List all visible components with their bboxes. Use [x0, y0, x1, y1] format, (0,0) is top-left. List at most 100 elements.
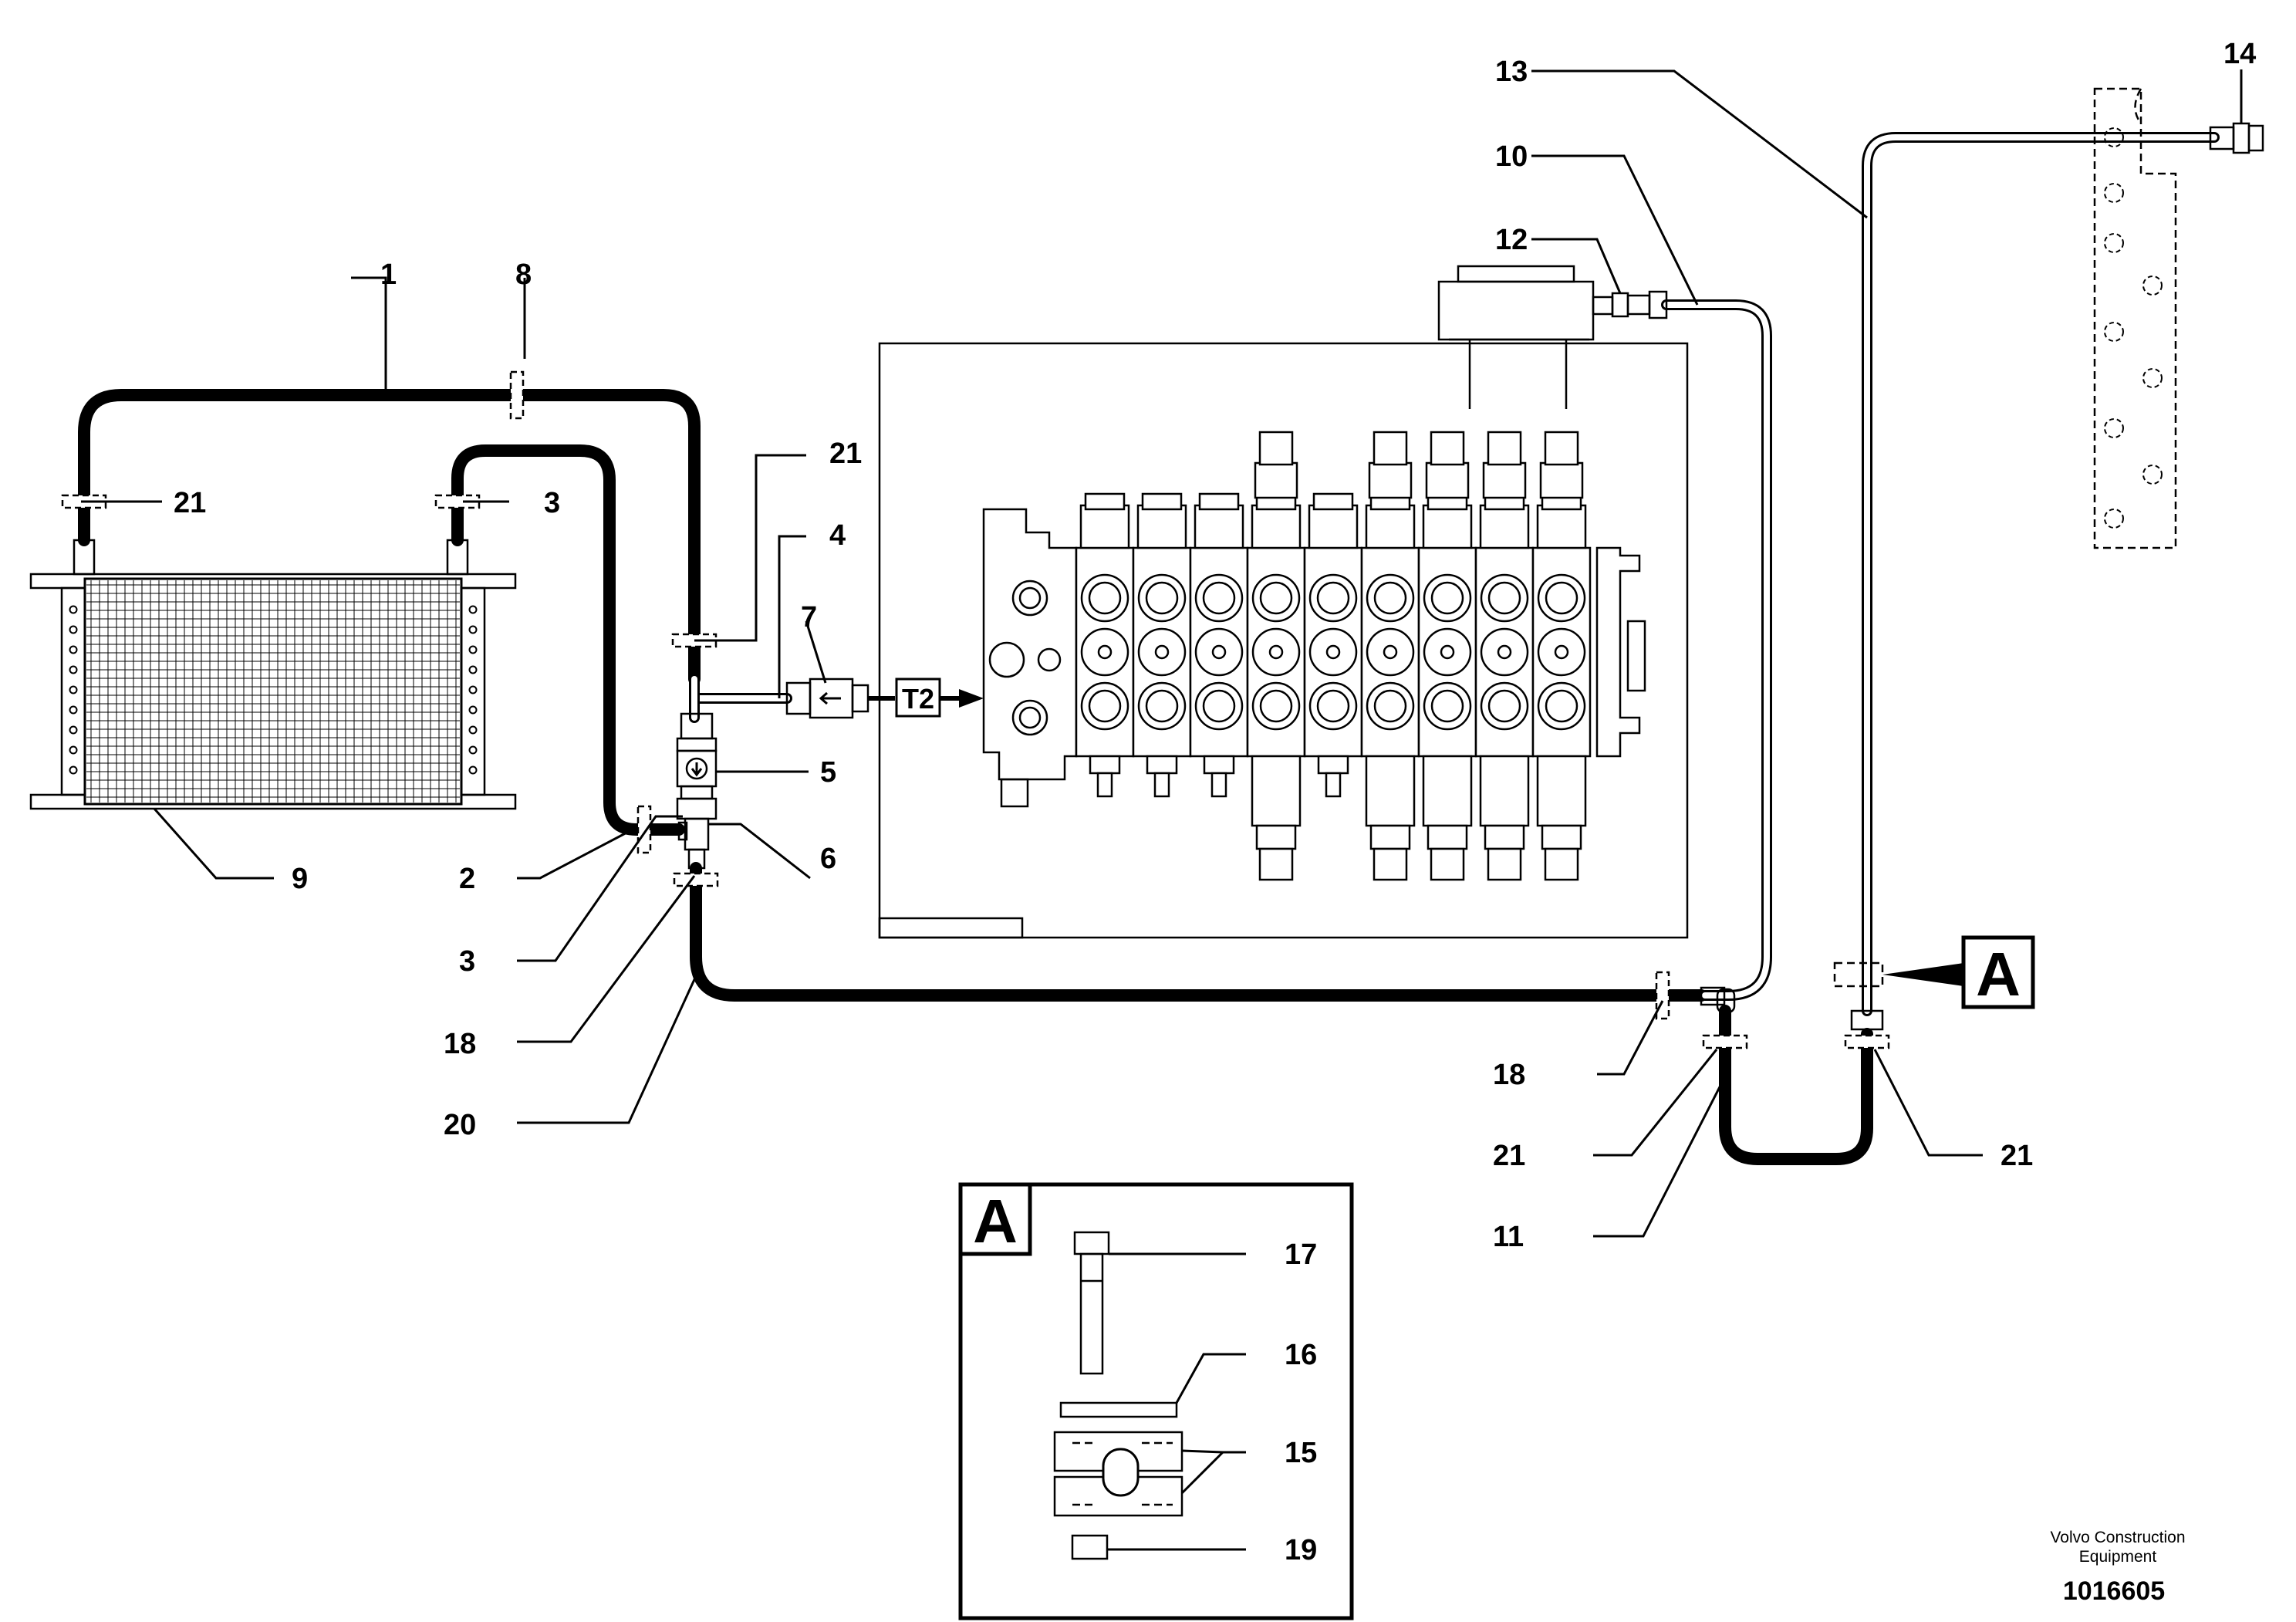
cooler-rivet — [468, 625, 478, 634]
valve-port-inner — [1325, 644, 1341, 660]
brand-line-1: Volvo Construction — [2050, 1529, 2185, 1546]
detail-a-title: A — [973, 1187, 1018, 1255]
valve-top-cap — [1422, 504, 1473, 549]
callout-4: 4 — [829, 519, 846, 552]
valve-port-inner — [1545, 581, 1578, 615]
valve-port-inner — [1487, 689, 1521, 723]
valve-bottom-nut — [1544, 847, 1579, 881]
valve-top-extension — [1254, 461, 1298, 499]
valve-bottom-spool — [1536, 755, 1587, 827]
cooler-rivet — [69, 725, 78, 735]
cooler-rivet — [69, 645, 78, 654]
port-t2-tag: T2 — [868, 678, 984, 718]
valve-bottom-stub — [1096, 772, 1113, 798]
valve-top-cap — [1308, 504, 1359, 549]
valve-bottom-spool — [1484, 824, 1525, 850]
callout-10: 10 — [1495, 140, 1528, 173]
callout-1: 1 — [380, 259, 397, 291]
tee-fitting-6 — [677, 817, 710, 870]
valve-port-inner — [1145, 689, 1179, 723]
valve-bottom-spool — [1365, 755, 1416, 827]
cooler-rivet — [69, 665, 78, 674]
callout-9: 9 — [292, 863, 308, 895]
valve-top-cap — [1312, 492, 1354, 511]
valve-top-cap — [1084, 492, 1126, 511]
callout-15: 15 — [1285, 1437, 1317, 1469]
cooler-rivet — [69, 685, 78, 694]
valve-port-inner — [1545, 689, 1578, 723]
cooler-rivet — [468, 705, 478, 715]
callout-21-d: 21 — [2001, 1140, 2033, 1172]
callout-3-a: 3 — [544, 487, 560, 519]
valve-port-inner — [1430, 689, 1464, 723]
valve-bottom-spool — [1541, 824, 1582, 850]
drawing-number: 1016605 — [2063, 1576, 2165, 1606]
valve-port-inner — [1202, 689, 1236, 723]
pilot-block — [1437, 265, 1668, 409]
valve-bottom-stub — [1203, 755, 1235, 775]
valve-port-inner — [1487, 581, 1521, 615]
callout-17: 17 — [1285, 1238, 1317, 1271]
callout-21-a: 21 — [174, 487, 206, 519]
valve-port-inner — [1097, 644, 1113, 660]
hose-clamp — [1702, 1034, 1748, 1049]
footer: Volvo Construction Equipment 1016605 — [2050, 1529, 2185, 1606]
valve-top-extension — [1482, 461, 1527, 499]
bolt-17 — [1073, 1231, 1110, 1375]
valve-bottom-stub — [1210, 772, 1227, 798]
hose-clamp — [636, 805, 652, 854]
oil-cooler — [29, 539, 517, 810]
valve-top-cap — [1194, 504, 1244, 549]
valve-port-inner — [1373, 689, 1407, 723]
callout-16: 16 — [1285, 1339, 1317, 1371]
valve-top-nut — [1487, 431, 1522, 466]
valve-top-nut — [1430, 431, 1465, 466]
hose-clamp — [509, 370, 525, 420]
callout-7: 7 — [801, 601, 817, 634]
tube-4 — [689, 674, 792, 723]
rail-hole — [2142, 275, 2163, 296]
hose-11 — [1719, 1005, 1873, 1165]
valve-bottom-stub — [1089, 755, 1121, 775]
valve-port-inner — [1259, 689, 1293, 723]
valve-bottom-spool — [1255, 824, 1297, 850]
valve-bottom-nut — [1373, 847, 1408, 881]
valve-bottom-spool — [1369, 824, 1411, 850]
cooler-rivet — [468, 605, 478, 614]
hose-clamp — [434, 494, 481, 509]
valve-port-inner — [1440, 644, 1455, 660]
callout-6: 6 — [820, 843, 836, 875]
callout-12: 12 — [1495, 224, 1528, 256]
rail-hole — [2142, 368, 2163, 388]
detail-a-box: A — [958, 1182, 1354, 1620]
valve-port-inner — [1554, 644, 1569, 660]
cooler-rivet — [69, 745, 78, 755]
hose-2 — [451, 444, 685, 836]
callout-2: 2 — [459, 863, 475, 895]
valve-port-inner — [1497, 644, 1512, 660]
cooler-rivet — [468, 725, 478, 735]
detail-a-ref-label: A — [1976, 940, 2021, 1009]
valve-top-extension — [1368, 461, 1413, 499]
valve-bottom-stub — [1153, 772, 1170, 798]
valve-sections — [1075, 431, 1592, 881]
cooler-rivet — [468, 645, 478, 654]
valve-bottom-nut — [1430, 847, 1465, 881]
callout-14: 14 — [2223, 38, 2256, 70]
valve-top-cap — [1365, 504, 1416, 549]
valve-end-cap — [1595, 546, 1646, 758]
callout-8: 8 — [515, 259, 532, 291]
rail-hole — [2104, 418, 2124, 438]
rail-hole — [2104, 127, 2124, 147]
valve-port-inner — [1211, 644, 1227, 660]
detail-a-reference: A — [1833, 935, 2035, 1009]
valve-bottom-nut — [1487, 847, 1522, 881]
valve-port-inner — [1145, 581, 1179, 615]
callout-11: 11 — [1493, 1221, 1524, 1253]
rail-hole — [2104, 233, 2124, 253]
cooler-rivet — [69, 605, 78, 614]
valve-port-inner — [1316, 581, 1350, 615]
rail-hole — [2142, 465, 2163, 485]
port-t2-label: T2 — [902, 683, 934, 715]
